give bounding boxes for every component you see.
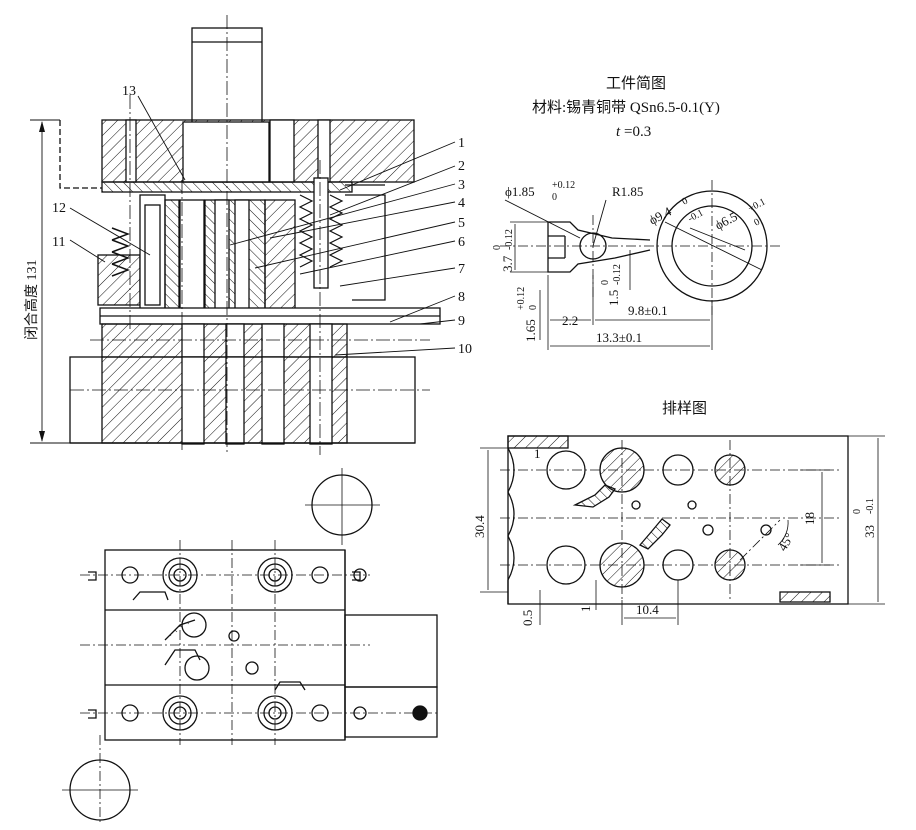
thickness-value: =0.3 <box>624 124 651 140</box>
callout-7: 7 <box>458 262 465 277</box>
dim-2-2: 2.2 <box>562 313 578 328</box>
callout-6: 6 <box>458 235 465 250</box>
h-low-tol-up: +0.12 <box>516 287 527 310</box>
layout-dim-10-4: 10.4 <box>636 602 659 617</box>
callout-8: 8 <box>458 290 465 305</box>
thickness-symbol: t <box>616 124 621 140</box>
phi-inner-tol-lo: 0 <box>752 217 762 229</box>
phi-hole-tol-lo: 0 <box>552 192 557 203</box>
layout-dim-18: 18 <box>802 512 817 525</box>
callout-3: 3 <box>458 178 465 193</box>
callout-10: 10 <box>458 342 472 357</box>
neck-tol-lo: -0.12 <box>612 264 623 285</box>
callout-5: 5 <box>458 216 465 231</box>
r-dim: R1.85 <box>612 184 643 199</box>
strip-layout-title: 排样图 <box>662 400 707 417</box>
phi-inner-tol-up: +0.1 <box>746 196 767 214</box>
strip-layout: 排样图 <box>472 400 885 626</box>
neck-tol-up: 0 <box>600 280 611 285</box>
phi-outer-tol-lo: -0.1 <box>686 207 705 224</box>
workpiece-material: 材料:锡青铜带 QSn6.5-0.1(Y) <box>532 99 720 116</box>
layout-dim-1: 1 <box>534 446 541 461</box>
callout-12: 12 <box>52 201 66 216</box>
callout-9: 9 <box>458 314 465 329</box>
plan-view <box>62 468 440 825</box>
callout-4: 4 <box>458 196 465 211</box>
phi-hole-dim: ϕ1.85 <box>505 184 535 199</box>
layout-dim-1b: 1 <box>578 606 593 613</box>
workpiece-title: 工件简图 <box>606 75 666 92</box>
dim-9-8: 9.8±0.1 <box>628 303 668 318</box>
h-left-tol-up: 0 <box>492 245 503 250</box>
dim-13-3: 13.3±0.1 <box>596 330 642 345</box>
phi-outer-tol-up: 0 <box>680 196 690 208</box>
phi-outer-dim: ϕ9.4 <box>646 203 674 227</box>
h-low-tol-lo: 0 <box>528 305 539 310</box>
callout-11: 11 <box>52 235 65 250</box>
layout-dim-0-5: 0.5 <box>520 610 535 626</box>
layout-dim-33-tol-up: 0 <box>852 509 863 514</box>
section-view <box>30 15 456 455</box>
callout-13: 13 <box>122 84 136 99</box>
h-low-dim: 1.65 <box>523 319 538 342</box>
closed-height-label: 闭合高度 131 <box>23 260 40 341</box>
workpiece-sketch: 工件简图 材料:锡青铜带 QSn6.5-0.1(Y) t =0.3 <box>492 75 780 350</box>
layout-dim-33: 33 <box>862 525 877 538</box>
h-left-tol-lo: -0.12 <box>504 229 515 250</box>
layout-angle: 45° <box>775 530 797 553</box>
phi-hole-tol-up: +0.12 <box>552 180 575 191</box>
callout-2: 2 <box>458 159 465 174</box>
callout-labels: 13 1 2 3 4 5 6 7 8 9 10 12 11 闭合高度 131 <box>23 84 472 357</box>
neck-dim: 1.5 <box>606 290 621 306</box>
callout-1: 1 <box>458 136 465 151</box>
h-left-dim: 3.7 <box>500 255 515 272</box>
phi-inner-dim: ϕ6.5 <box>712 209 739 233</box>
layout-dim-33-tol-lo: -0.1 <box>865 498 876 514</box>
layout-dim-30-4: 30.4 <box>472 515 487 538</box>
